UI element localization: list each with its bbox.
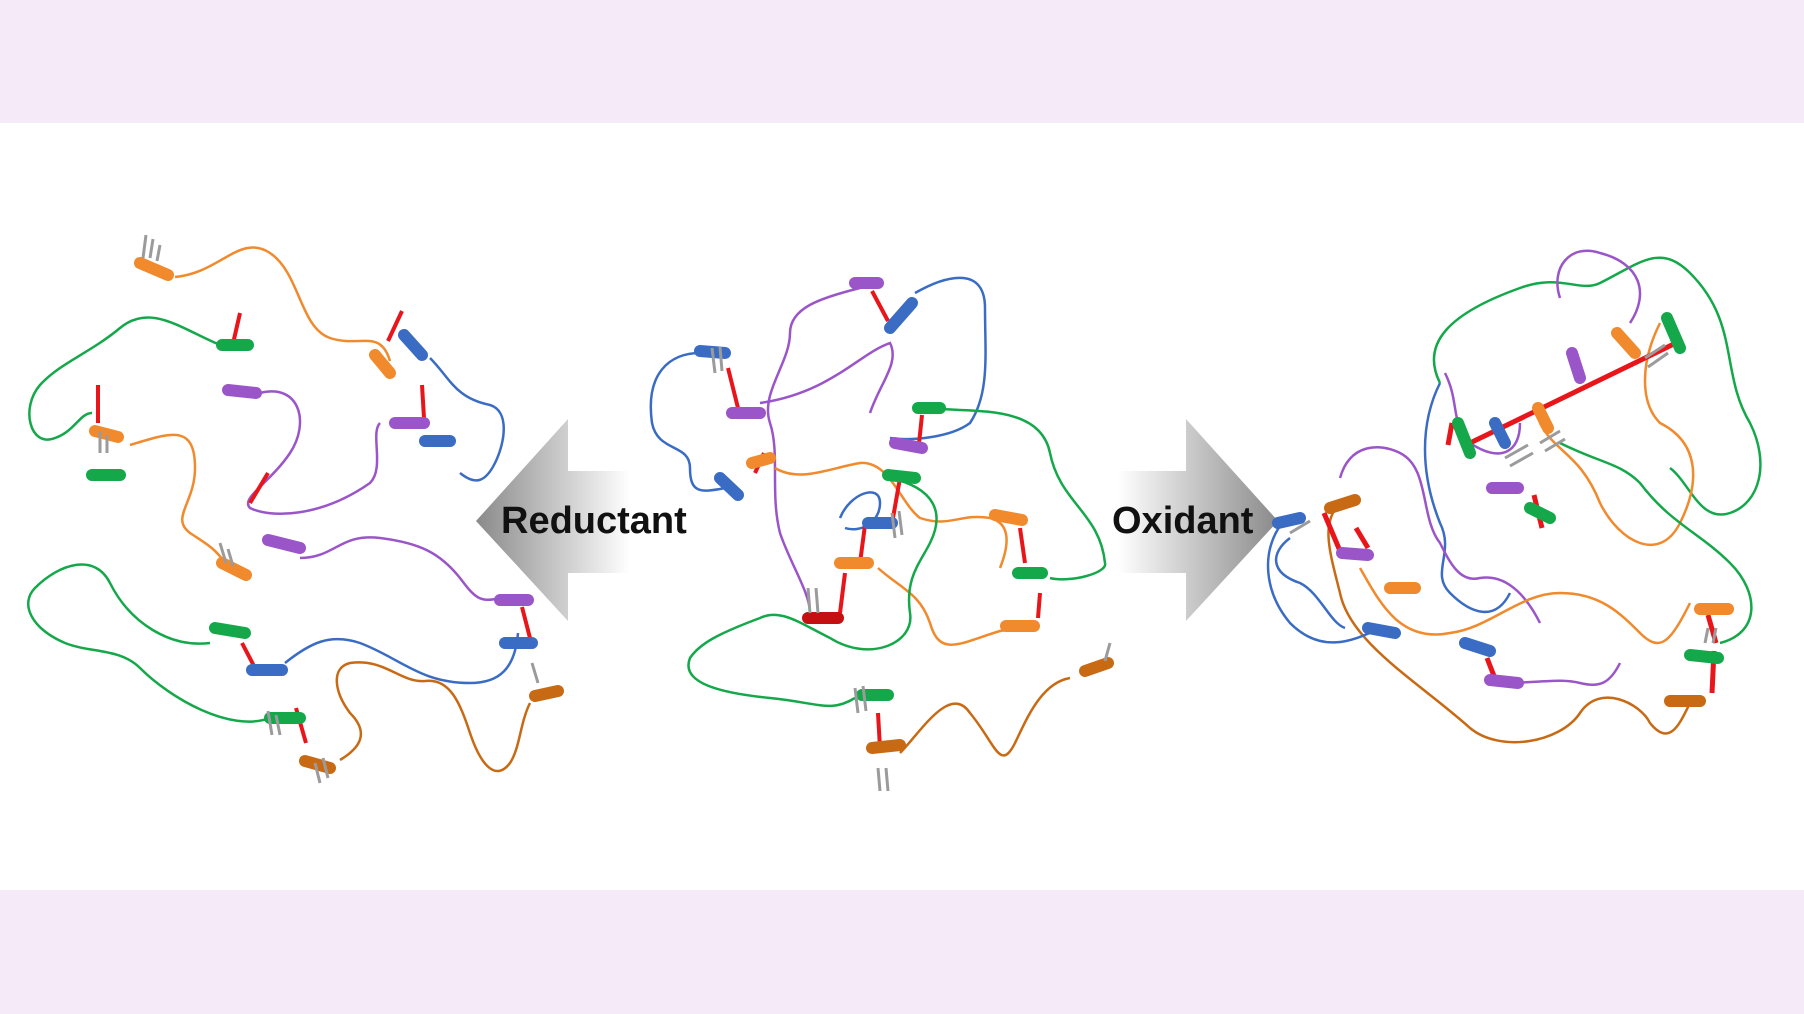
strand-purple <box>1556 249 1642 324</box>
strand-brown <box>899 676 1071 757</box>
strand-blue-3 <box>1266 522 1381 644</box>
strand-orange-2 <box>877 567 1033 646</box>
right-network <box>1266 249 1762 744</box>
top-band <box>0 0 1804 123</box>
strand-orange <box>174 246 392 362</box>
segments-center <box>694 277 1114 754</box>
left-network <box>27 234 564 784</box>
strand-blue-2 <box>284 632 520 685</box>
strand-green-2 <box>1559 441 1753 645</box>
strand-blue-2 <box>1274 537 1346 630</box>
crosslinks-right <box>1321 338 1719 694</box>
reductant-arrow: Reductant <box>476 419 687 621</box>
strand-green <box>28 316 221 441</box>
center-network <box>649 276 1114 792</box>
reductant-label: Reductant <box>501 500 687 542</box>
tails-center <box>710 346 1112 792</box>
strand-blue-3 <box>838 491 882 531</box>
strand-purple-2 <box>759 341 894 414</box>
strand-orange-2 <box>129 433 227 564</box>
oxidant-label: Oxidant <box>1112 500 1254 542</box>
strand-brown <box>1327 502 1692 744</box>
segments-left <box>86 257 564 774</box>
strand-blue-2 <box>889 276 987 441</box>
strand-orange <box>774 461 1008 569</box>
strand-blue <box>649 351 726 492</box>
strand-purple-4 <box>1499 662 1622 687</box>
strand-purple-2 <box>299 536 501 602</box>
bottom-band <box>0 890 1804 1014</box>
strand-purple-3 <box>1338 446 1542 624</box>
strand-purple <box>766 286 861 614</box>
strand-purple <box>246 390 382 515</box>
strand-orange-2 <box>1358 567 1692 645</box>
oxidant-arrow: Oxidant <box>1112 419 1278 621</box>
strand-green <box>929 406 1107 581</box>
strand-green <box>1432 256 1762 516</box>
crosslinks-left <box>96 310 532 744</box>
strand-blue <box>429 357 505 482</box>
tails-left <box>98 234 540 784</box>
figure-panel: Reductant <box>0 123 1804 890</box>
tails-right <box>1289 343 1718 644</box>
network-diagram: Reductant <box>27 234 1762 792</box>
strand-green-2 <box>27 563 271 723</box>
strand-brown <box>335 661 532 773</box>
strand-green-2 <box>687 476 938 708</box>
arrow-left-icon <box>476 419 630 621</box>
strand-orange <box>1538 322 1695 546</box>
segments-right <box>1272 312 1734 707</box>
arrow-right-icon <box>1118 419 1278 621</box>
